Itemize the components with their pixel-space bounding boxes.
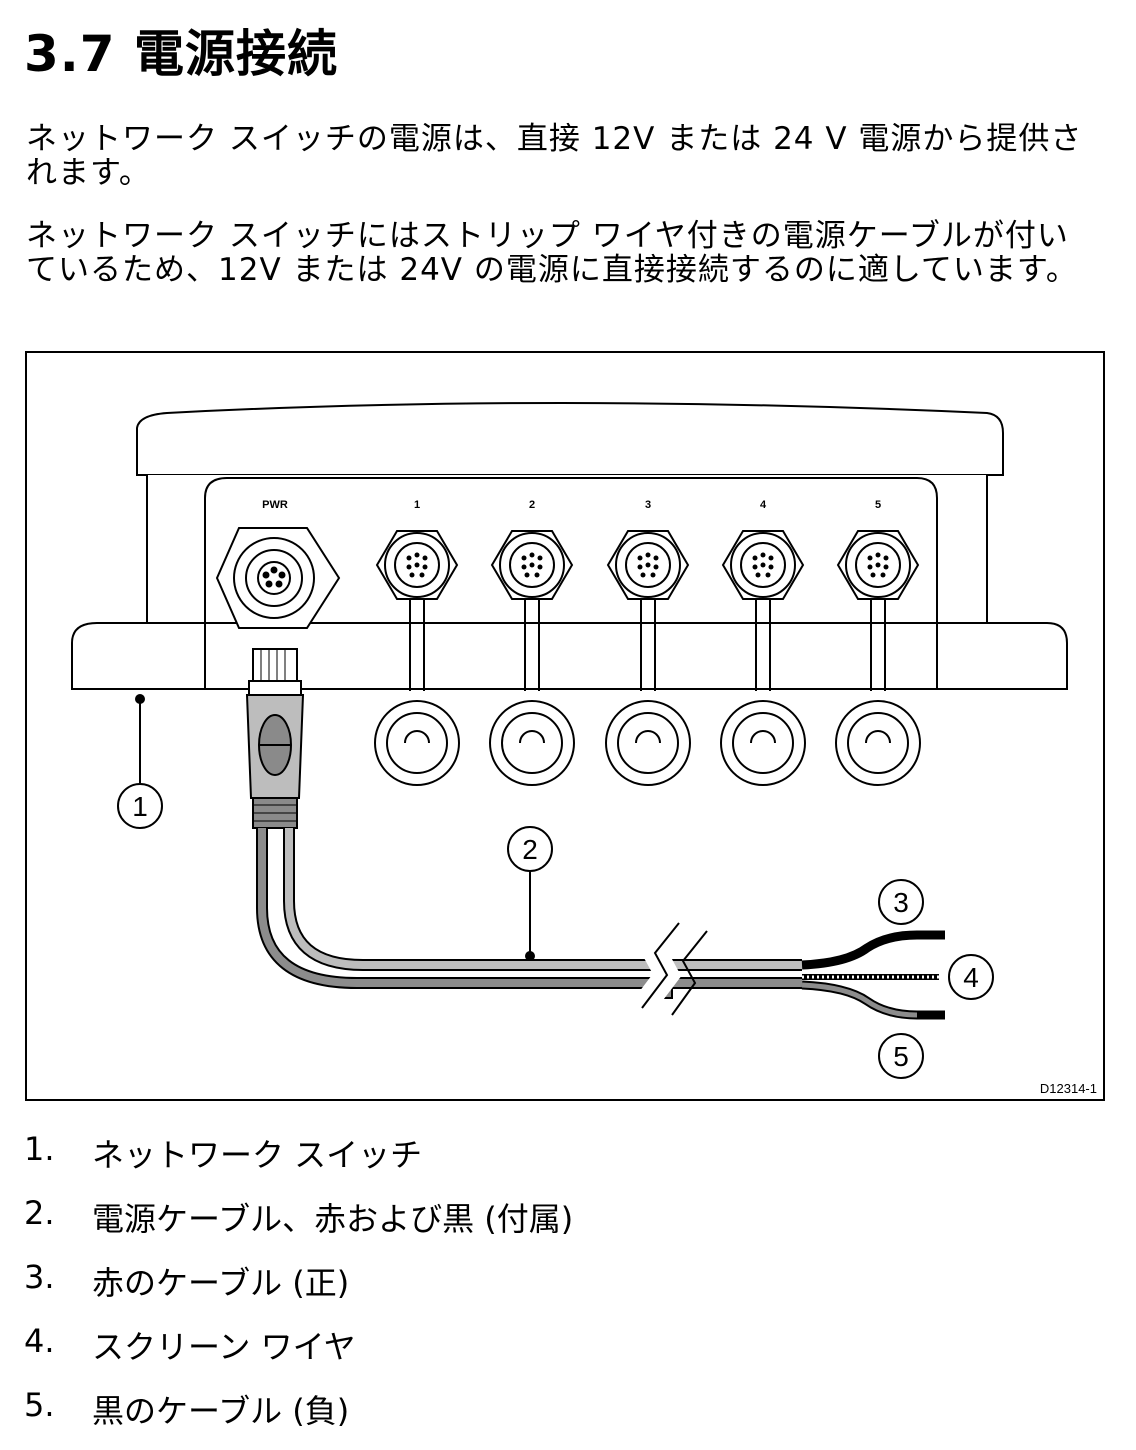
callout-4: 4 [963, 962, 979, 993]
section-title: 3.7 電源接続 [24, 25, 338, 83]
power-cable [256, 828, 802, 1016]
callout-leaders [135, 694, 535, 961]
port-pin-dots [406, 552, 889, 578]
port-4-label: 4 [760, 499, 767, 511]
drawing-id: D12314-1 [1040, 1081, 1097, 1096]
legend-number: 5. [24, 1386, 55, 1424]
callout-2: 2 [522, 834, 538, 865]
legend-text: 黒のケーブル (負) [92, 1392, 350, 1430]
callout-1: 1 [132, 791, 148, 822]
port-3-label: 3 [645, 499, 651, 511]
wiring-diagram: PWR 1 2 3 4 5 [25, 351, 1105, 1101]
legend-number: 2. [24, 1194, 55, 1232]
intro-paragraph: ネットワーク スイッチの電源は、直接 12V または 24 V 電源から提供され… [26, 121, 1083, 191]
power-plug [245, 648, 305, 829]
port-2-label: 2 [529, 499, 535, 511]
port-1-label: 1 [414, 499, 420, 511]
diagram-svg: PWR 1 2 3 4 5 [71, 402, 1097, 1096]
pwr-port-label: PWR [262, 499, 288, 511]
legend-number: 3. [24, 1258, 55, 1296]
legend-text: 赤のケーブル (正) [92, 1264, 350, 1302]
port-5-label: 5 [875, 499, 881, 511]
power-connector [215, 527, 341, 629]
stripped-wires [801, 930, 945, 1020]
legend-number: 4. [24, 1322, 55, 1360]
legend-text: スクリーン ワイヤ [92, 1328, 356, 1366]
network-port-2 [489, 530, 575, 786]
callouts [117, 783, 994, 1079]
network-port-4 [720, 530, 806, 786]
callout-5: 5 [893, 1041, 909, 1072]
callout-3: 3 [893, 887, 909, 918]
legend-text: 電源ケーブル、赤および黒 (付属) [92, 1200, 574, 1238]
network-switch [71, 402, 1068, 690]
legend-number: 1. [24, 1130, 55, 1168]
legend-text: ネットワーク スイッチ [92, 1136, 423, 1174]
cable-paragraph: ネットワーク スイッチにはストリップ ワイヤ付きの電源ケーブルが付いているため、… [26, 218, 1078, 288]
